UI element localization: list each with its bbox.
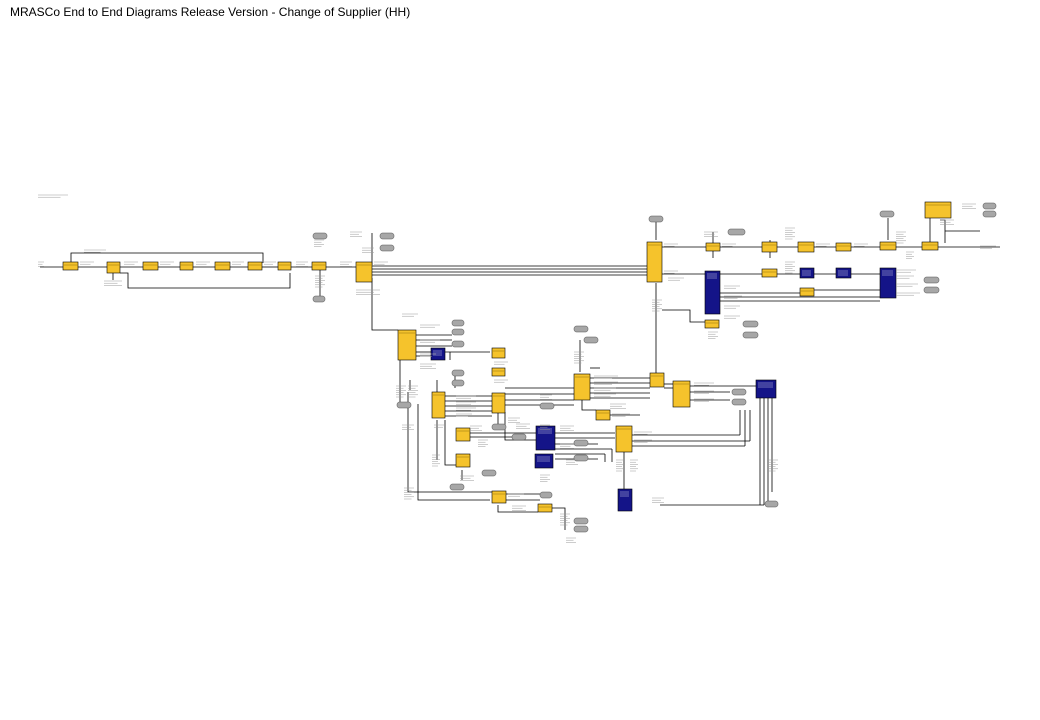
process-box (537, 503, 553, 513)
terminal-node (573, 439, 589, 447)
terminal-node (923, 276, 940, 284)
terminal-node (573, 325, 589, 333)
connector-line (552, 507, 566, 530)
connector-line (407, 392, 500, 493)
process-box (921, 241, 939, 251)
connector-line (371, 278, 398, 331)
process-box (311, 261, 327, 271)
process-box (595, 409, 611, 421)
terminal-node (312, 295, 326, 303)
connector-line (497, 505, 538, 513)
process-box (455, 453, 471, 468)
terminal-node (573, 517, 589, 525)
process-box (761, 241, 778, 253)
terminal-node (742, 320, 759, 328)
process-box (277, 261, 292, 271)
connector-line (581, 400, 596, 411)
process-box (704, 319, 720, 329)
terminal-node (451, 379, 465, 387)
terminal-node (379, 244, 395, 252)
terminal-node (727, 228, 746, 236)
process-box (646, 241, 663, 283)
terminal-node (481, 469, 497, 477)
connector-line (444, 420, 456, 466)
process-box (491, 490, 507, 504)
process-box (672, 380, 691, 408)
process-box (705, 242, 721, 252)
terminal-node (539, 402, 555, 410)
process-box (142, 261, 159, 271)
terminal-node (923, 286, 940, 294)
terminal-node (396, 401, 412, 409)
connector-line (120, 272, 291, 289)
process-box (797, 241, 815, 253)
process-box (649, 372, 665, 388)
process-box (355, 261, 373, 283)
system-box (617, 488, 633, 512)
process-box (491, 367, 506, 377)
page-title: MRASCo End to End Diagrams Release Versi… (10, 5, 411, 19)
process-box (431, 391, 446, 419)
terminal-node (379, 232, 395, 240)
terminal-node (451, 328, 465, 336)
process-box (62, 261, 79, 271)
process-box (455, 427, 471, 442)
system-box (704, 270, 721, 315)
connector-line (940, 219, 946, 243)
terminal-node (312, 232, 328, 240)
system-box (755, 379, 777, 399)
process-box (573, 373, 591, 401)
process-box (879, 241, 897, 251)
terminal-node (451, 369, 465, 377)
process-box (924, 201, 952, 219)
connector-line (70, 252, 264, 263)
terminal-node (764, 500, 779, 508)
terminal-node (648, 215, 664, 223)
terminal-node (982, 202, 997, 210)
terminal-node (879, 210, 895, 218)
terminal-node (449, 483, 465, 491)
terminal-node (451, 319, 465, 327)
system-box (879, 267, 897, 299)
process-box (491, 347, 506, 359)
process-box (799, 287, 815, 297)
terminal-node (573, 525, 589, 533)
connector-line (662, 309, 705, 323)
process-box (761, 268, 778, 278)
terminal-node (511, 433, 527, 441)
process-box (615, 425, 633, 453)
connector-line (504, 412, 540, 441)
terminal-node (451, 340, 465, 348)
process-box (179, 261, 194, 271)
system-box (535, 425, 556, 451)
process-box (491, 392, 506, 414)
terminal-node (491, 423, 507, 431)
connector-line (417, 404, 490, 501)
terminal-node (731, 388, 747, 396)
terminal-node (742, 331, 759, 339)
process-box (397, 329, 417, 361)
terminal-node (583, 336, 599, 344)
process-box (835, 242, 852, 252)
terminal-node (982, 210, 997, 218)
terminal-node (539, 491, 553, 499)
process-box (247, 261, 263, 271)
terminal-node (731, 398, 747, 406)
process-box (106, 261, 121, 274)
process-box (214, 261, 231, 271)
terminal-node (573, 454, 589, 462)
